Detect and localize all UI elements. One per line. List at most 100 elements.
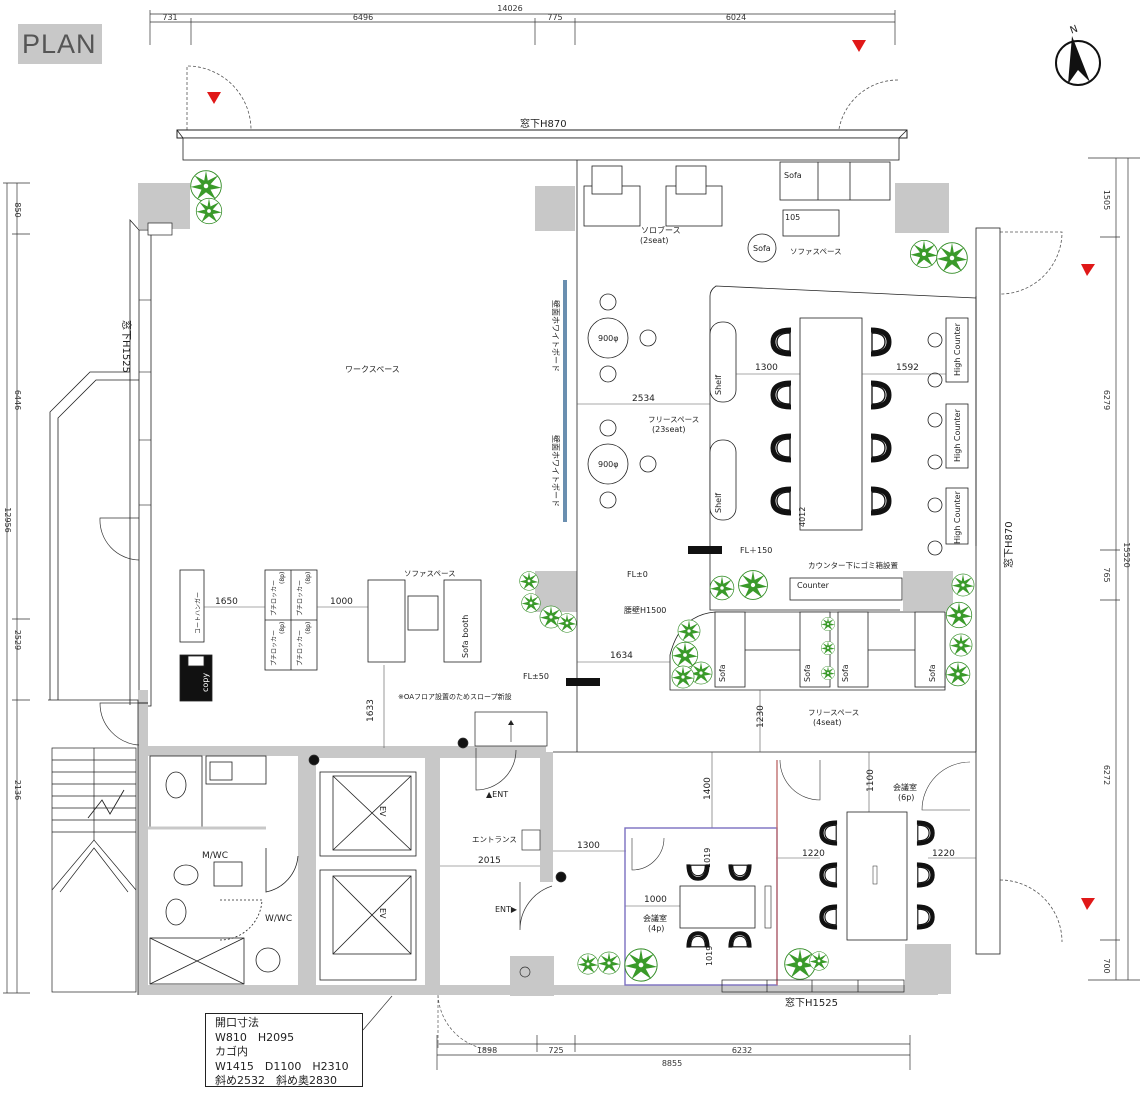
shelf-label-1: Shelf [714,375,723,395]
shelf-label-2: Shelf [714,493,723,513]
left-window-frames [139,299,151,506]
opening-note-line-4: W1415 D1100 H2310 [215,1059,349,1073]
restrooms [148,755,299,985]
locker-sub-1: (8p) [279,572,286,584]
sofa-label-b: Sofa [803,664,812,682]
dim-left-overall: 12956 [3,507,12,532]
dim-bottom-2: 725 [548,1046,563,1055]
staircase [51,747,137,993]
ent-label-1: ▲ENT [486,790,508,799]
table-900-label-2: 900φ [598,460,619,469]
dim-left-1: 850 [13,202,22,217]
window-right-label: 窓下H870 [1002,521,1015,568]
copy-label: copy [201,673,210,692]
locker-label-2: プチロッカー [297,580,304,616]
sofa-label-c: Sofa [841,664,850,682]
dim-1633: 1633 [366,699,376,722]
window-top-label: 窓下H870 [520,117,567,130]
dim-1000: 1000 [330,597,353,607]
dim-1019: 1019 [703,848,712,868]
dim-1019-b: 1019 [705,946,714,966]
table-900-label-1: 900φ [598,334,619,343]
entry-markers [207,40,1095,910]
dim-bottom-3: 6232 [732,1046,752,1055]
meeting-room-4p [624,827,778,986]
solo-booth-label: ソロブース [641,225,681,235]
meeting-6p-label: 会議室 [893,782,917,792]
dim-right-overall: 15520 [1122,542,1131,567]
dim-top-2: 6496 [353,13,373,22]
dim-top-3: 775 [547,13,562,22]
round-tables [587,293,657,509]
counter-note: カウンター下にゴミ箱設置 [808,560,898,570]
dim-right-3: 765 [1102,567,1111,582]
free-space-main-label: フリースペース [648,415,699,424]
solo-booth-furniture [583,161,891,263]
opening-note-line-1: 開口寸法 [215,1016,259,1029]
sofa-round-label: Sofa [753,244,771,253]
bottom-window-rail [721,979,905,993]
sofa-space-mid-label: ソファスペース [404,569,456,578]
dimension-lines: 14026 731 6496 775 6024 1898 725 6232 88… [3,4,1140,1070]
dim-2534: 2534 [632,394,655,404]
dim-1634: 1634 [610,651,633,661]
entrance-area [308,737,567,978]
dim-bottom-overall: 8855 [662,1059,682,1068]
free-space-small-label: フリースペース [808,708,859,717]
coat-hanger-label: コートハンガー [194,592,202,634]
west-door-swing-2 [99,702,140,746]
ent-label-2: ENT▶ [495,905,518,914]
fl-50-label: FL±50 [523,672,549,681]
dim-1000-mr: 1000 [644,895,667,905]
locker-sub-2: (8p) [305,572,312,584]
entrance-label: エントランス [472,835,517,844]
inner-dimension-lines [204,373,976,907]
slope-note [474,711,548,747]
bottom-left-door [437,994,497,1051]
locker-label-3: プチロッカー [271,630,278,666]
sofa-space-top-label: ソファスペース [790,247,842,256]
dim-bottom-1: 1898 [477,1046,497,1055]
dim-1300-top: 1300 [755,363,778,373]
meeting-room-6p [776,759,971,985]
dim-left-2: 6446 [13,390,22,410]
dim-right-4: 6272 [1102,765,1111,785]
sofa-label-d: Sofa [928,664,937,682]
north-label: N [1069,24,1080,37]
sofa-space-mid [179,569,482,702]
whiteboard-label-2: 壁面ホワイトボード [551,435,561,507]
meeting-6p-sub: (6p) [898,793,914,802]
exterior-doors [186,65,1063,943]
west-door-swing [99,517,140,561]
opening-note-line-5: 斜め2532 斜め奥2830 [215,1074,337,1087]
window-left-label: 窓下H1525 [120,320,133,373]
opening-note-line-3: カゴ内 [215,1045,248,1058]
mwc-label: M/WC [202,851,228,861]
wwc-label: W/WC [265,914,292,924]
locker-sub-3: (8p) [279,622,286,634]
whiteboards: 壁面ホワイトボード 壁面ホワイトボード [551,280,567,522]
dim-1300-mid: 1300 [577,841,600,851]
dim-1100: 1100 [866,769,876,792]
locker-label-4: プチロッカー [297,630,304,666]
slope-note-label: ※OAフロア設置のためスロープ新設 [398,692,512,701]
ev-label-1: EV [378,806,387,817]
dim-2015: 2015 [478,856,501,866]
dim-right-5: 700 [1102,958,1111,973]
note-leader [362,995,393,1031]
free-space-long-table [773,317,889,531]
dim-right-1: 1505 [1102,190,1111,210]
counter-label: Counter [797,581,830,590]
north-arrow-icon: N [1055,24,1101,86]
sofa-label-a: Sofa [718,664,727,682]
dim-1400: 1400 [703,777,713,800]
dim-top-overall: 14026 [497,4,522,13]
dim-1220-a: 1220 [802,849,825,859]
sofa-label-top: Sofa [784,171,802,180]
free-space-main-seats: (23seat) [652,425,686,434]
fl-150-label: FL＋150 [740,546,772,555]
dim-1650: 1650 [215,597,238,607]
free-space-small-seats: (4seat) [813,718,841,727]
dim-left-3: 2529 [13,630,22,650]
